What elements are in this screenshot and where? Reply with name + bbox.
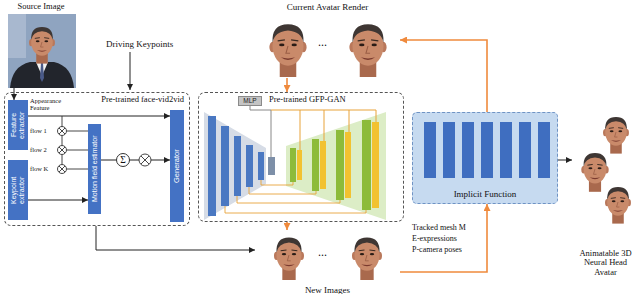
flow-arrow xyxy=(96,226,255,250)
signal-label: Appearance Feature xyxy=(30,97,70,111)
flow-arrow xyxy=(400,40,487,112)
gfpgan-network xyxy=(204,106,386,220)
avatar-face xyxy=(581,153,608,192)
flow-arrow xyxy=(14,88,15,100)
node-label: Motion field estimator xyxy=(91,126,99,212)
node-label: Current Avatar Render xyxy=(287,2,368,12)
output-label: E-expressions xyxy=(412,235,457,244)
process-box: Generator xyxy=(170,110,184,222)
node-label: Implicit Function xyxy=(454,189,517,199)
node-label: New Images xyxy=(305,285,350,294)
flow-arrow xyxy=(558,160,572,161)
flow-arrow xyxy=(28,200,88,201)
input-label: Driving Keypoints xyxy=(106,40,173,50)
image-group: Current Avatar Render xyxy=(255,2,400,78)
process-box: Feature extractor xyxy=(8,100,28,150)
avatar-face xyxy=(605,187,631,224)
image-group: New Images xyxy=(255,230,400,294)
ellipsis: ... xyxy=(318,36,327,49)
flow-label: flow K xyxy=(30,165,48,172)
node-label: Keypoint extractor xyxy=(10,162,25,218)
module-box: Pre-trained face-vid2vidFeature extracto… xyxy=(4,92,190,226)
output-label: Tracked mesh M xyxy=(412,224,466,233)
process-box: Keypoint extractor xyxy=(8,160,28,220)
flow-arrow xyxy=(400,204,487,272)
process-box: Motion field estimator xyxy=(88,124,101,214)
new-face xyxy=(352,238,382,281)
image-group: Source Image xyxy=(6,2,76,88)
node-label: Source Image xyxy=(18,2,65,12)
flow-arrow xyxy=(286,222,288,230)
node-label: Animatable 3D Neural Head Avatar xyxy=(575,249,637,278)
source-photo xyxy=(8,14,76,88)
node-label: Pre-trained face-vid2vid xyxy=(101,95,184,105)
output-label: P-camera poses xyxy=(412,246,462,255)
implicit-network xyxy=(412,112,558,204)
process-box: MLP xyxy=(238,96,262,106)
new-face xyxy=(274,238,304,281)
sum-symbol: Σ xyxy=(116,153,130,167)
avatar-group: Animatable 3D Neural Head Avatar xyxy=(572,100,639,280)
node-label: Generator xyxy=(173,112,181,220)
flow-arrow xyxy=(28,116,170,117)
flow-label: flow 1 xyxy=(30,127,47,134)
node-label: Feature extractor xyxy=(10,102,25,148)
avatar-face xyxy=(603,117,629,154)
flow-operators xyxy=(58,116,152,174)
module-box: Pre-trained GFP-GAN MLP xyxy=(198,92,404,222)
render-face xyxy=(349,24,386,77)
render-face xyxy=(269,24,306,77)
network-box: Implicit Function xyxy=(412,112,558,204)
input-arrow xyxy=(130,52,131,90)
flow-label: flow 2 xyxy=(30,146,47,153)
node-label: Pre-trained GFP-GAN xyxy=(269,95,346,105)
flow-arrow xyxy=(101,160,170,161)
ellipsis: ... xyxy=(318,246,327,259)
flow-arrow xyxy=(286,78,288,92)
node-label: MLP xyxy=(243,97,256,104)
